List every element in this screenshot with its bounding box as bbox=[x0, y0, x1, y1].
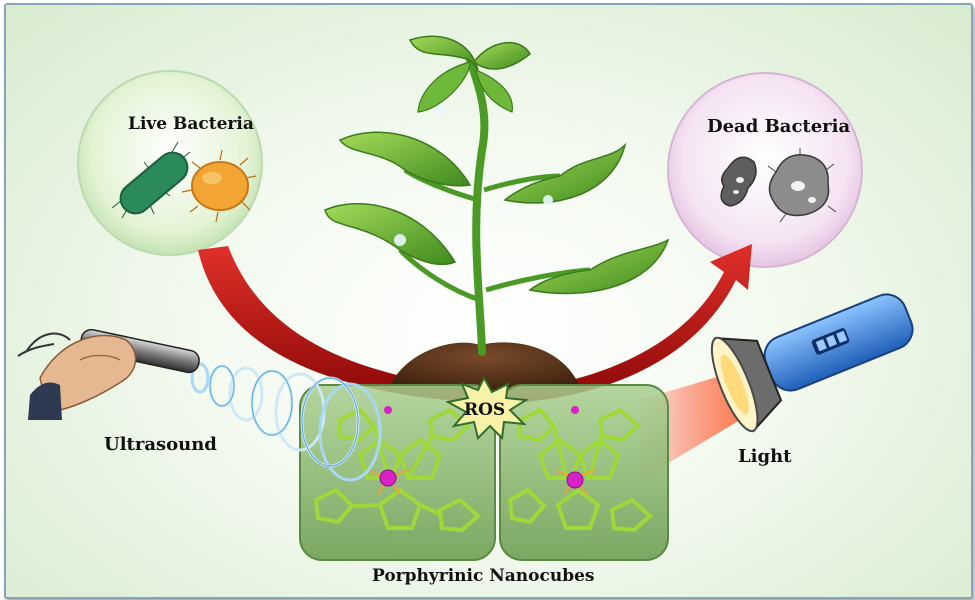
arrow-ros-to-dead bbox=[500, 244, 752, 404]
dead-rod-bacterium-icon bbox=[720, 156, 757, 207]
soil-mound bbox=[388, 342, 582, 392]
nanocube-right bbox=[499, 384, 669, 561]
rod-bacterium-icon bbox=[111, 141, 191, 219]
plant-icon bbox=[324, 35, 670, 356]
metal-center-icon bbox=[566, 471, 584, 489]
flashlight-icon bbox=[710, 293, 914, 433]
ros-burst-icon bbox=[445, 375, 530, 441]
nanocubes-label: Porphyrinic Nanocubes bbox=[372, 566, 595, 586]
ros-label: ROS bbox=[464, 400, 506, 420]
live-bacteria-label: Live Bacteria bbox=[128, 114, 254, 134]
dead-bacteria-label: Dead Bacteria bbox=[707, 116, 851, 137]
dead-bacteria-panel bbox=[667, 72, 863, 268]
light-label: Light bbox=[738, 446, 792, 467]
metal-center-icon bbox=[379, 469, 397, 487]
dead-cocci-bacterium-icon bbox=[767, 148, 837, 223]
ultrasound-label: Ultrasound bbox=[104, 434, 217, 455]
live-bacteria-panel bbox=[77, 70, 263, 256]
cocci-bacterium-icon bbox=[181, 149, 257, 223]
hand-probe-icon bbox=[17, 328, 200, 420]
ultrasound-waves-outline bbox=[209, 365, 359, 467]
